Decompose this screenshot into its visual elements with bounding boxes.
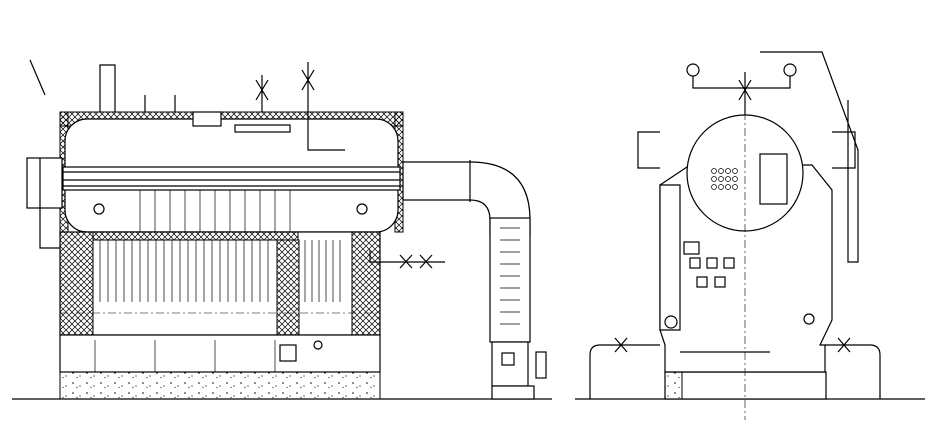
drum-manhole-cover xyxy=(759,153,788,205)
pressure-gauge-right xyxy=(783,63,797,77)
front-base xyxy=(664,371,827,400)
flange-box xyxy=(192,111,222,127)
side-pipes xyxy=(637,131,856,169)
economizer xyxy=(489,217,531,343)
top-valves xyxy=(29,59,345,151)
top-frame xyxy=(686,51,859,263)
front-view xyxy=(589,51,881,420)
side-view xyxy=(26,59,547,400)
pressure-gauge-left xyxy=(686,63,700,77)
insulation-left xyxy=(59,231,94,336)
manhole xyxy=(93,203,105,215)
ash-hopper xyxy=(59,334,381,373)
bottom-pipes-left xyxy=(589,337,660,399)
tube-bank xyxy=(62,166,401,191)
inspection-doors xyxy=(683,241,735,288)
left-header-box xyxy=(26,157,63,209)
tube-ends xyxy=(711,168,738,190)
insulation-right xyxy=(351,231,381,336)
furnace-tubes xyxy=(99,240,341,302)
bottom-pipes-right xyxy=(825,337,881,399)
flue-duct xyxy=(402,160,547,400)
vertical-tubes xyxy=(139,190,291,232)
foundation xyxy=(59,371,381,400)
side-pipe-valve xyxy=(369,250,445,269)
